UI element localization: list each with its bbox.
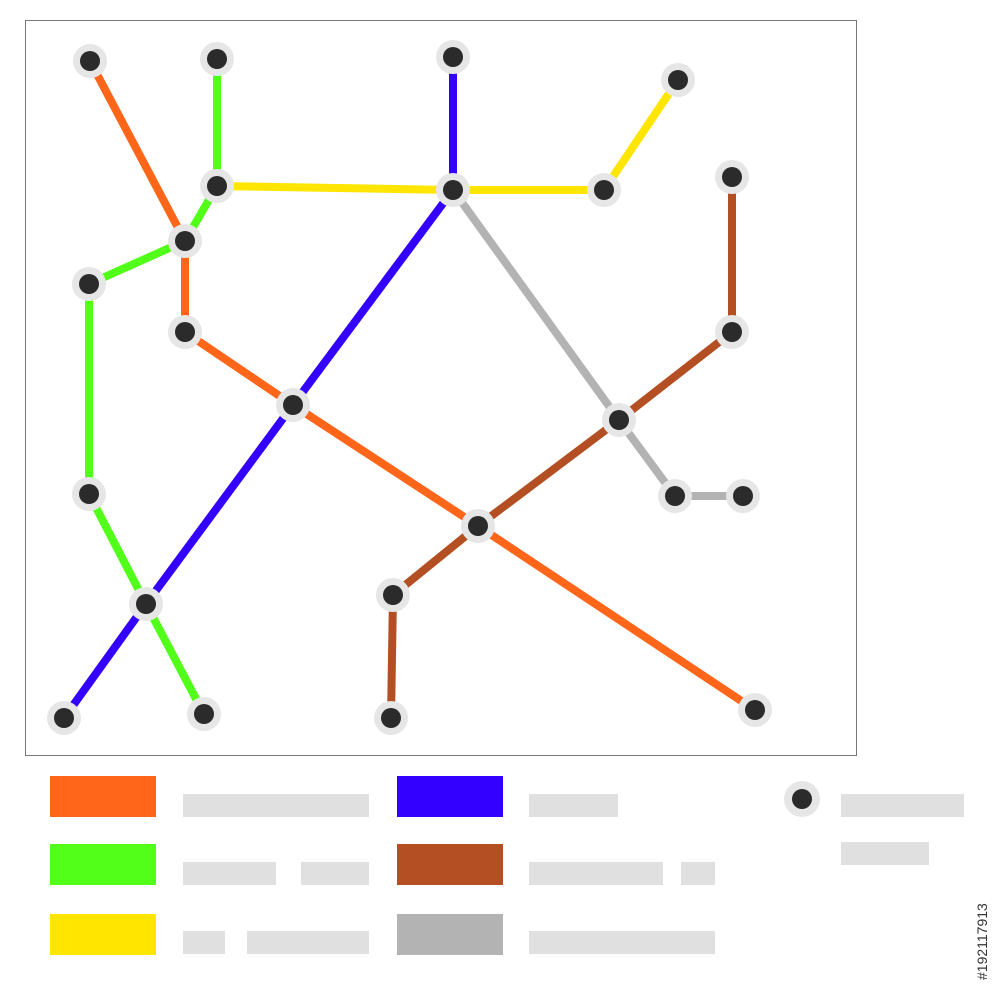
metro-line-yellow xyxy=(213,76,682,194)
legend-swatch-blue xyxy=(397,776,503,817)
station xyxy=(661,63,695,97)
station-dot xyxy=(468,516,488,536)
legend-label-placeholder xyxy=(247,931,369,954)
station-dot xyxy=(792,789,812,809)
legend-label-placeholder xyxy=(529,862,663,885)
station-dot xyxy=(54,708,74,728)
legend-swatch-orange xyxy=(50,776,156,817)
legend-label-placeholder xyxy=(841,794,964,817)
station-dot xyxy=(207,176,227,196)
station-dot xyxy=(609,410,629,430)
station-dot xyxy=(443,47,463,67)
station-dot xyxy=(79,274,99,294)
legend-swatch-green xyxy=(50,844,156,885)
station-dot xyxy=(722,322,742,342)
legend-label-placeholder xyxy=(301,862,369,885)
legend-swatch-brown xyxy=(397,844,503,885)
station xyxy=(376,578,410,612)
station xyxy=(168,224,202,258)
station-dot xyxy=(207,49,227,69)
lines-layer xyxy=(60,53,759,722)
station-dot xyxy=(668,70,688,90)
station xyxy=(436,40,470,74)
legend-label-placeholder xyxy=(183,862,276,885)
stations-layer xyxy=(47,40,772,735)
station xyxy=(276,388,310,422)
station xyxy=(436,173,470,207)
station xyxy=(168,315,202,349)
station xyxy=(658,479,692,513)
station-icon xyxy=(784,781,820,817)
station xyxy=(374,701,408,735)
station-dot xyxy=(194,704,214,724)
station-dot xyxy=(722,167,742,187)
station xyxy=(587,173,621,207)
station xyxy=(47,701,81,735)
legend-swatch-yellow xyxy=(50,914,156,955)
station-dot xyxy=(733,486,753,506)
legend-label-placeholder xyxy=(529,794,618,817)
stock-id: #192117913 xyxy=(974,903,990,980)
station xyxy=(738,693,772,727)
station-dot xyxy=(383,585,403,605)
legend-swatch-gray xyxy=(397,914,503,955)
station xyxy=(72,477,106,511)
station-dot xyxy=(79,484,99,504)
station xyxy=(200,42,234,76)
legend-label-placeholder xyxy=(681,862,715,885)
metro-line-brown xyxy=(387,173,736,722)
metro-line-orange xyxy=(86,57,759,714)
station-dot xyxy=(175,322,195,342)
station-dot xyxy=(665,486,685,506)
station xyxy=(187,697,221,731)
legend-label-placeholder xyxy=(183,931,225,954)
station xyxy=(602,403,636,437)
station xyxy=(73,44,107,78)
station-dot xyxy=(381,708,401,728)
station xyxy=(715,315,749,349)
station xyxy=(461,509,495,543)
station xyxy=(72,267,106,301)
station-dot xyxy=(443,180,463,200)
station xyxy=(715,160,749,194)
map-frame xyxy=(25,20,857,756)
legend-label-placeholder xyxy=(841,842,929,865)
station-dot xyxy=(80,51,100,71)
station-dot xyxy=(594,180,614,200)
legend-label-placeholder xyxy=(183,794,369,817)
station-dot xyxy=(136,594,156,614)
legend-label-placeholder xyxy=(529,931,715,954)
station-dot xyxy=(283,395,303,415)
metro-line-gray xyxy=(449,186,747,500)
station-dot xyxy=(175,231,195,251)
station-dot xyxy=(745,700,765,720)
station xyxy=(200,169,234,203)
station xyxy=(129,587,163,621)
station xyxy=(726,479,760,513)
